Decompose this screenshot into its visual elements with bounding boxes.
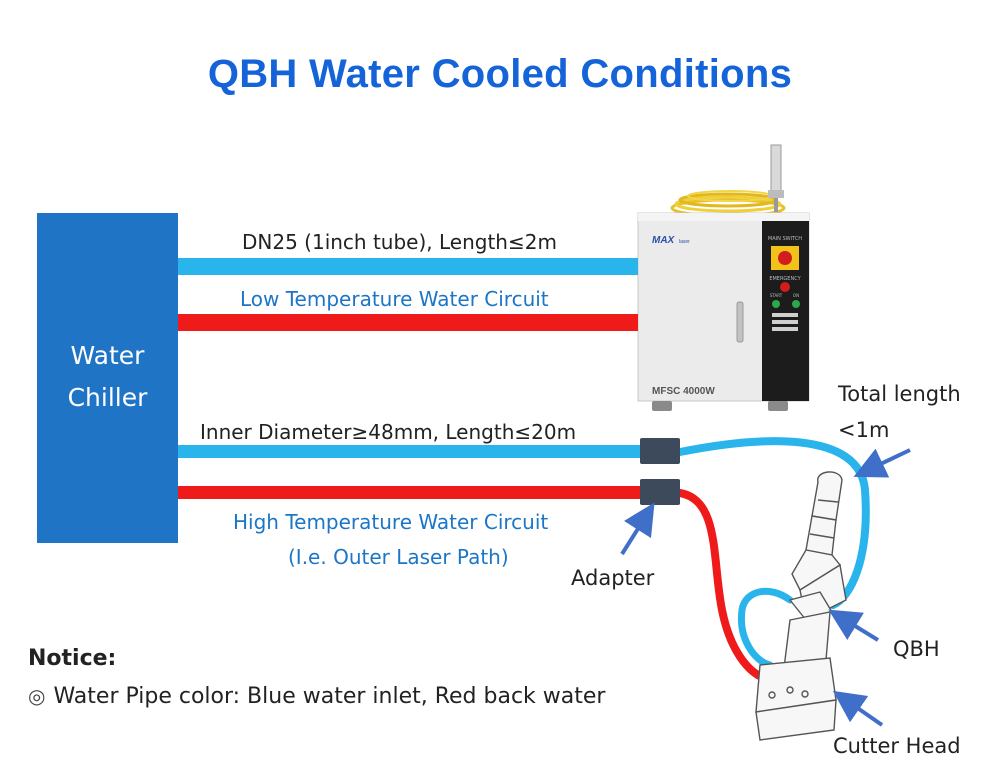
blue-pipe-low-inlet xyxy=(178,258,638,275)
emergency-button xyxy=(780,282,790,292)
high-temp-circuit-sub-label: (I.e. Outer Laser Path) xyxy=(288,545,509,569)
brand-logo-sub: laser xyxy=(679,239,690,245)
page-title: QBH Water Cooled Conditions xyxy=(207,52,793,96)
low-temp-circuit-label: Low Temperature Water Circuit xyxy=(240,287,549,311)
cutter-head-arrow xyxy=(832,690,884,727)
adapter-arrow xyxy=(620,502,655,556)
start-button xyxy=(772,300,780,308)
blue-pipe-high-inlet xyxy=(178,445,640,458)
blue-hose-to-qbh xyxy=(676,437,870,609)
brand-logo: MAX xyxy=(652,235,676,246)
total-length-value: <1m xyxy=(838,418,890,442)
alarm-light-tower xyxy=(768,144,784,212)
red-pipe-high-return xyxy=(178,486,640,499)
red-pipe-low-return xyxy=(178,314,638,331)
cutter-head-label: Cutter Head xyxy=(833,734,961,758)
door-handle xyxy=(736,301,744,343)
main-switch-label: MAIN SWITCH xyxy=(768,236,802,242)
adapter-bottom xyxy=(640,479,680,505)
main-switch-knob xyxy=(778,251,792,265)
total-length-label: Total length xyxy=(838,382,961,406)
chiller-label-line2: Chiller xyxy=(67,383,148,412)
notice-text: Water Pipe color: Blue water inlet, Red … xyxy=(53,684,606,709)
model-text: MFSC 4000W xyxy=(652,386,715,397)
chiller-label-line1: Water xyxy=(70,341,145,370)
red-hose-from-head xyxy=(676,489,768,682)
adapter-top xyxy=(640,438,680,464)
cabinet-foot-right xyxy=(768,401,788,411)
adapter-label: Adapter xyxy=(571,566,655,590)
cabinet-foot-left xyxy=(652,401,672,411)
qbh-label: QBH xyxy=(893,637,940,661)
cutter-head-drawing xyxy=(755,471,847,741)
total-length-arrow xyxy=(853,448,911,478)
notice-title: Notice: xyxy=(28,646,117,671)
pointer-arrows xyxy=(620,448,911,727)
water-chiller-block xyxy=(37,213,178,543)
notice-bullet: ◎ xyxy=(28,684,46,708)
blue-hose-loop xyxy=(737,587,794,669)
fiber-cable-coil xyxy=(670,190,786,218)
on-label: ON xyxy=(793,293,799,298)
qbh-arrow xyxy=(828,609,880,642)
high-temp-circuit-label: High Temperature Water Circuit xyxy=(233,510,549,534)
top-pipe-spec-label: DN25 (1inch tube), Length≤2m xyxy=(242,230,557,254)
laser-cabinet: MAIN SWITCH EMERGENCY START ON MAX laser… xyxy=(637,144,810,411)
lower-pipe-spec-label: Inner Diameter≥48mm, Length≤20m xyxy=(200,420,577,444)
on-button xyxy=(792,300,800,308)
water-chiller-label: Water Chiller xyxy=(37,335,178,419)
emergency-label: EMERGENCY xyxy=(769,276,801,282)
start-label: START xyxy=(770,293,783,298)
notice-line: ◎ Water Pipe color: Blue water inlet, Red… xyxy=(28,684,605,709)
